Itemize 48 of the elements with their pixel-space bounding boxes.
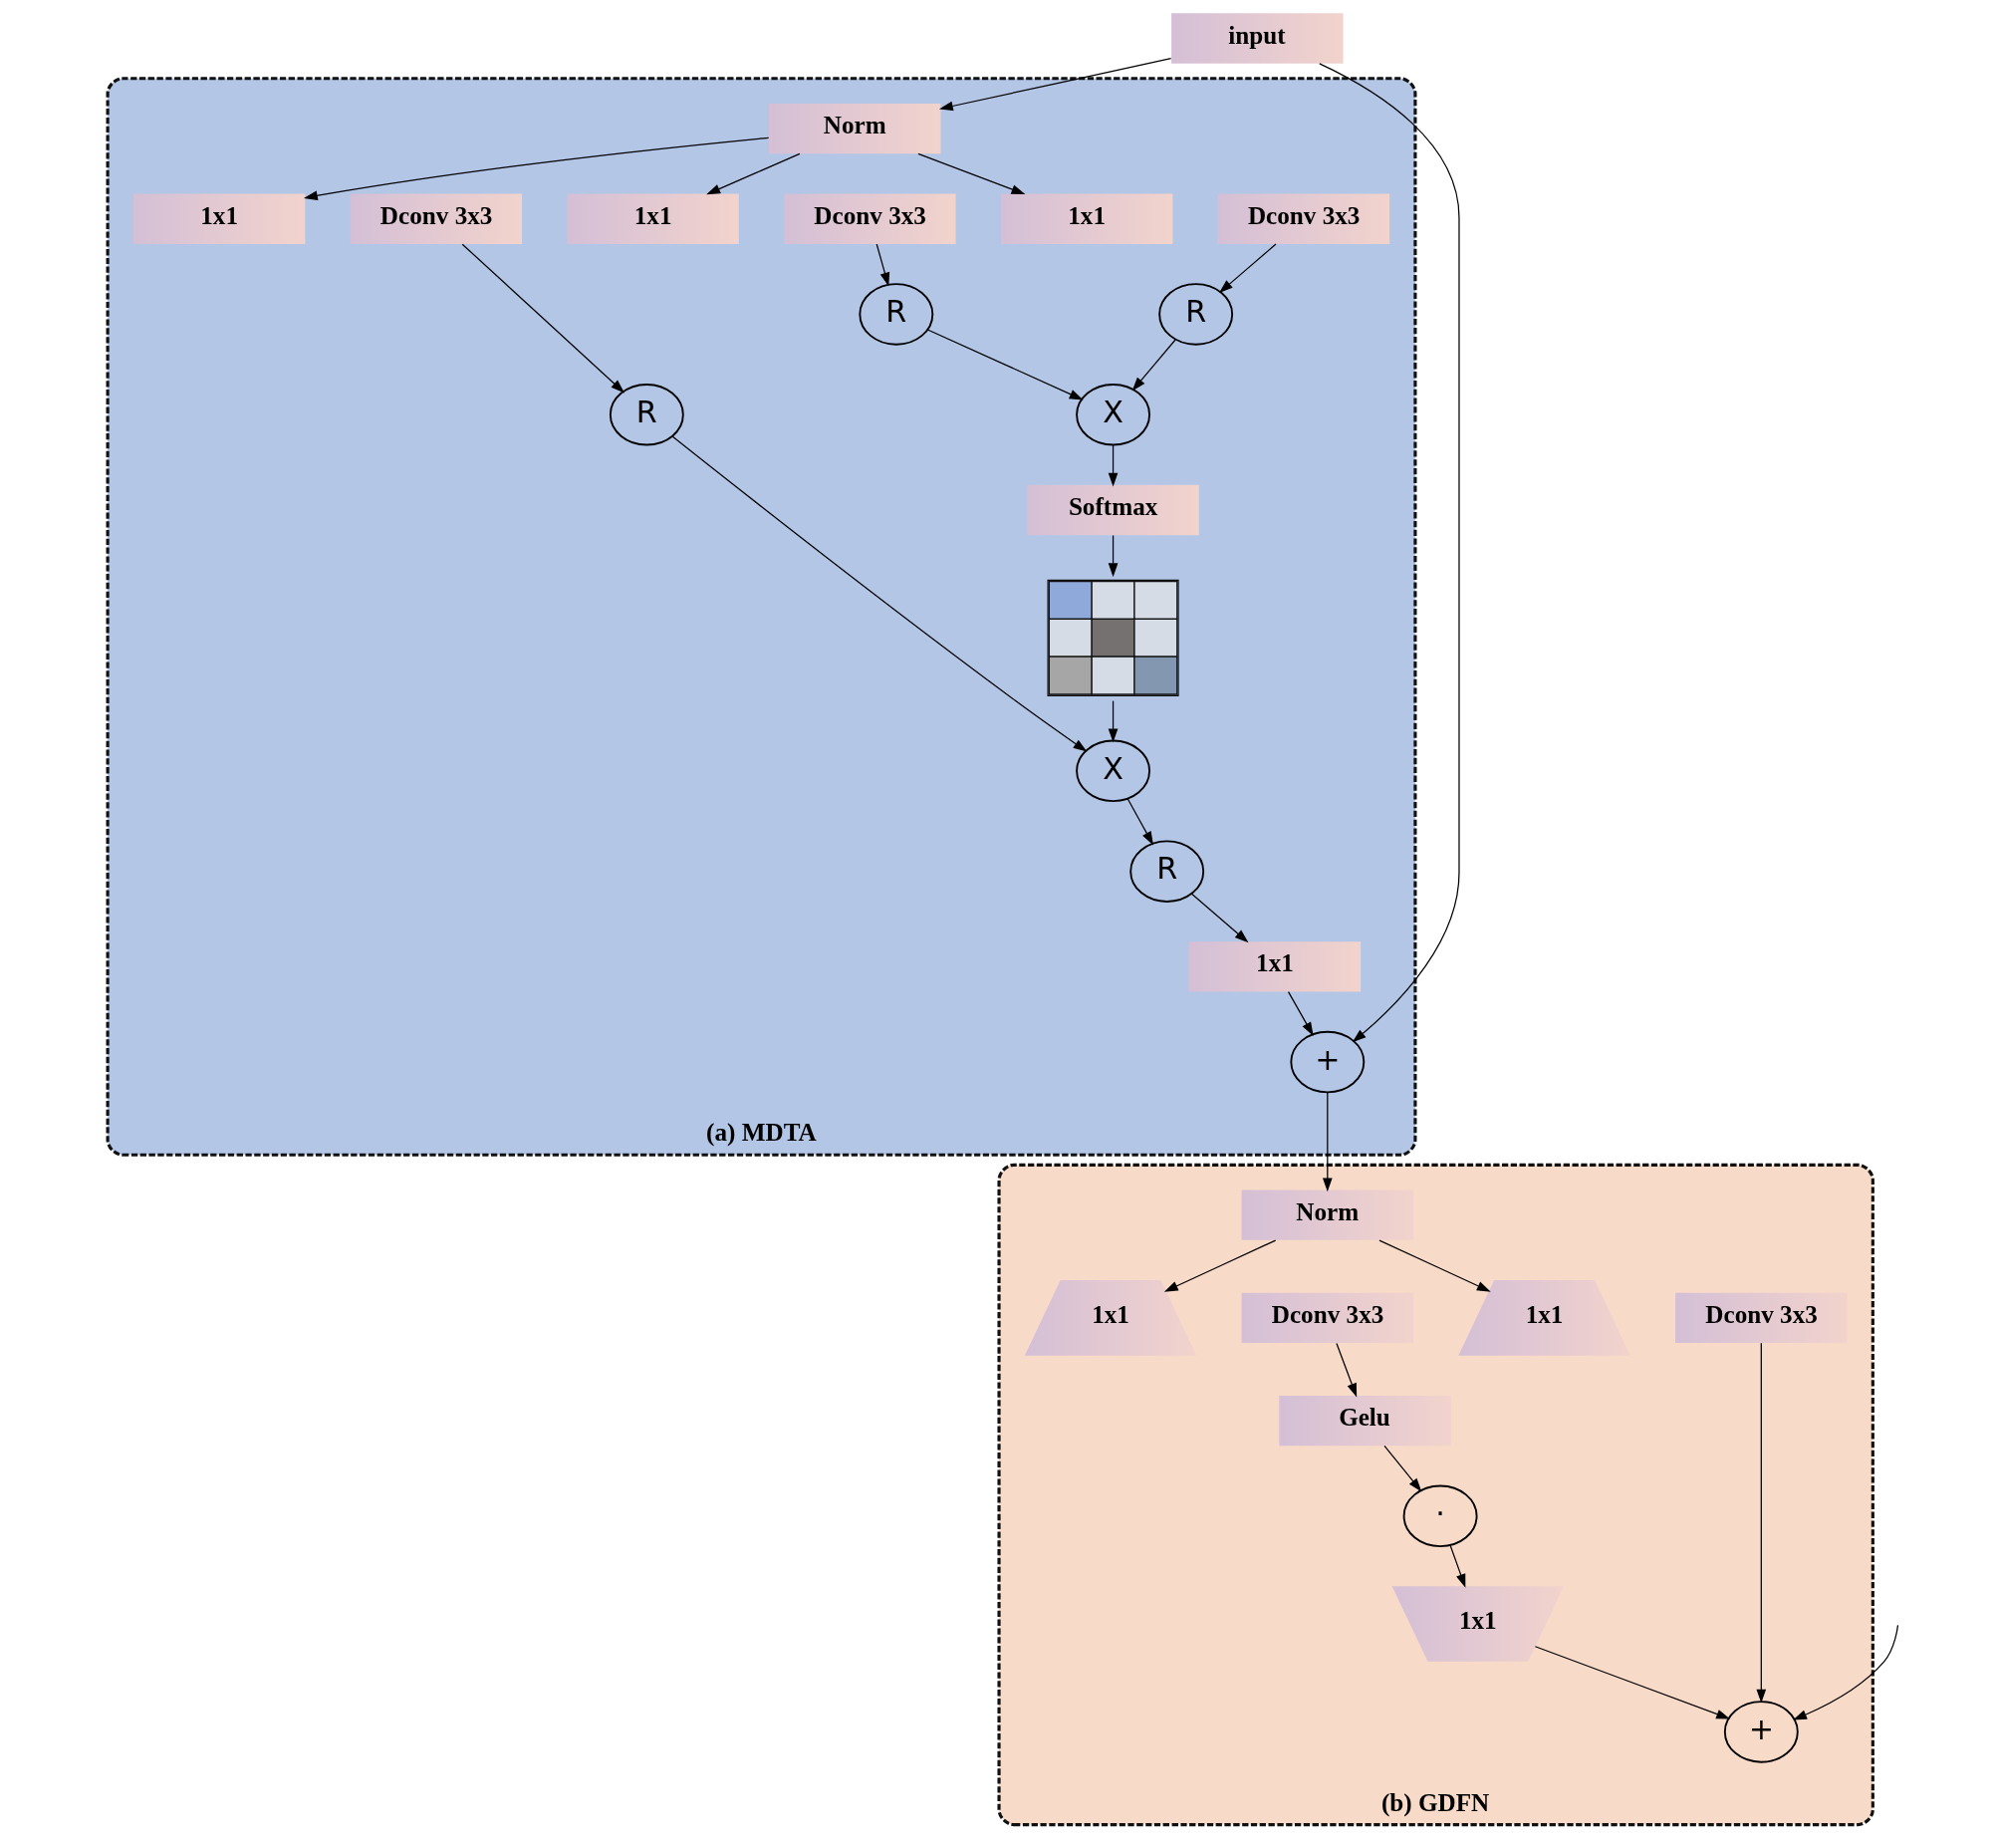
arrow xyxy=(303,136,770,201)
arrow xyxy=(1108,444,1119,487)
node-ellipse: + xyxy=(1723,1701,1799,1763)
arrow xyxy=(1793,1624,1899,1720)
arrow xyxy=(875,243,890,287)
arrow xyxy=(1190,893,1249,943)
arrow xyxy=(1131,339,1176,392)
arrow xyxy=(926,329,1084,400)
node-box: Dconv 3x3 xyxy=(1217,193,1390,244)
node-ellipse: X xyxy=(1076,739,1150,803)
arrow xyxy=(1126,798,1154,846)
arrow xyxy=(1108,534,1119,578)
node-box: 1x1 xyxy=(1000,193,1173,244)
node-box: 1x1 xyxy=(1188,941,1362,992)
arrow xyxy=(1378,1239,1491,1292)
arrow xyxy=(917,152,1026,195)
arrow xyxy=(1108,700,1119,743)
arrow xyxy=(671,435,1088,752)
arrow xyxy=(938,58,1172,112)
node-box: 1x1 xyxy=(567,193,739,244)
arrow xyxy=(1319,63,1460,1043)
node-ellipse: X xyxy=(1076,384,1150,446)
node-box: Dconv 3x3 xyxy=(1675,1292,1848,1344)
node-ellipse: · xyxy=(1402,1484,1478,1548)
node-box: Norm xyxy=(1241,1189,1414,1240)
arrow xyxy=(1534,1646,1731,1719)
arrow xyxy=(1287,991,1314,1036)
node-box: Gelu xyxy=(1279,1395,1451,1447)
node-ellipse: R xyxy=(609,384,684,446)
arrow xyxy=(1163,1239,1277,1292)
arrow xyxy=(706,152,801,195)
node-box: Softmax xyxy=(1027,484,1199,536)
node-box: 1x1 xyxy=(132,193,306,244)
arrow xyxy=(1322,1091,1333,1192)
arrow xyxy=(461,243,624,394)
node-box: Dconv 3x3 xyxy=(784,193,956,244)
node-box: Norm xyxy=(769,103,941,154)
arrow xyxy=(1383,1445,1422,1492)
node-box: input xyxy=(1171,13,1344,64)
node-box: Dconv 3x3 xyxy=(1241,1292,1414,1344)
arrow xyxy=(1219,243,1277,294)
arrow xyxy=(1756,1342,1767,1704)
arrow xyxy=(1449,1544,1466,1588)
node-ellipse: R xyxy=(1129,840,1205,903)
node-ellipse: R xyxy=(859,283,934,346)
node-box: Dconv 3x3 xyxy=(350,193,523,244)
node-ellipse: R xyxy=(1158,283,1234,346)
arrow xyxy=(1336,1342,1358,1398)
